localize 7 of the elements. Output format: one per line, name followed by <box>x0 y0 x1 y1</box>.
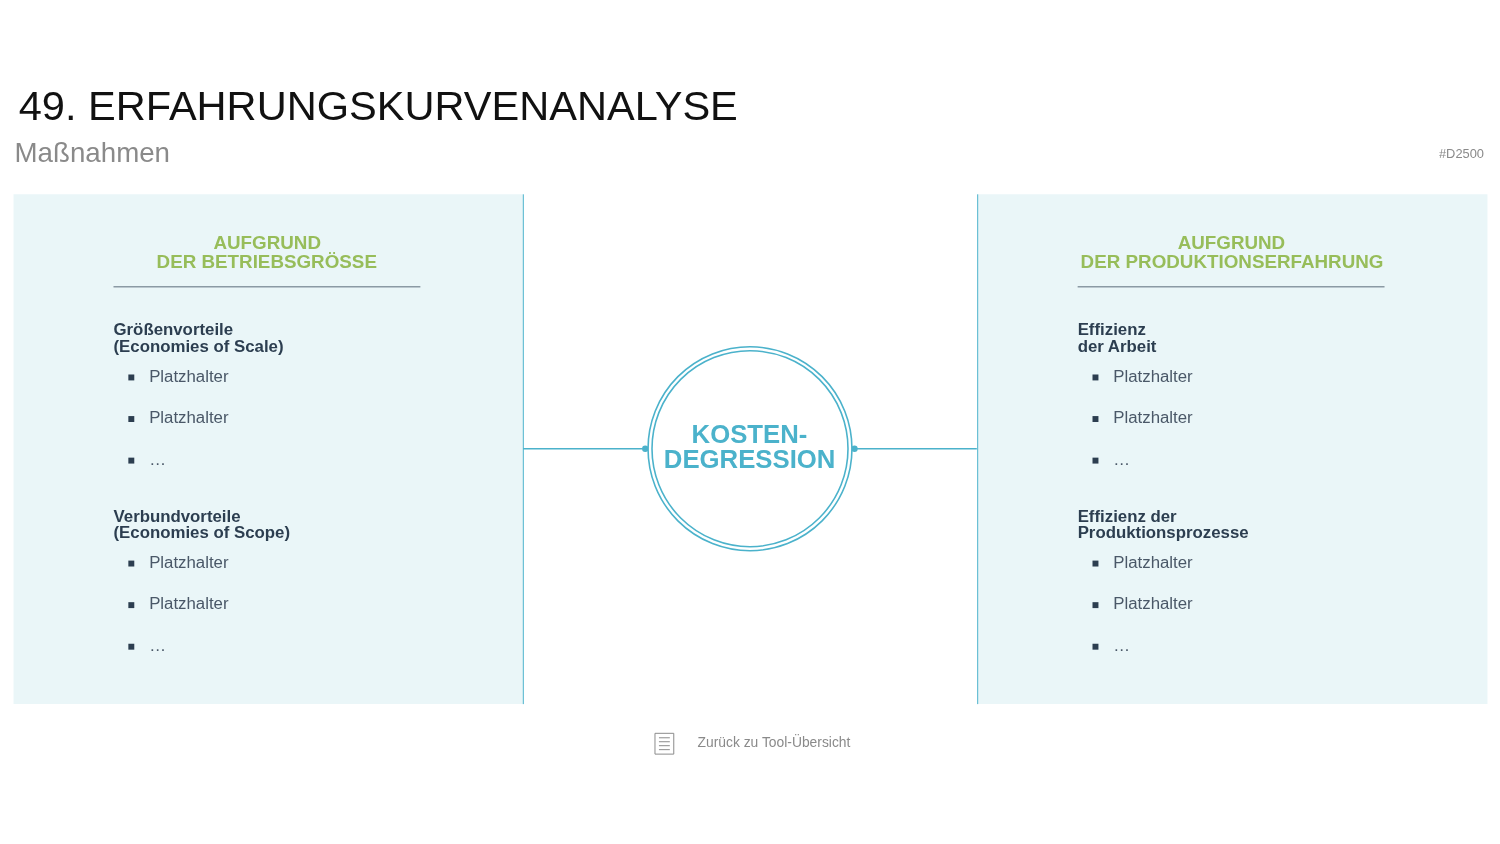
label: Maßnahmen <box>14 136 171 168</box>
connector <box>851 445 978 452</box>
node-circle: KOSTEN- DEGRESSION <box>647 345 853 552</box>
label: #D2500 <box>1438 145 1485 161</box>
diagram-title: 49. ERFAHRUNGSKURVENANALYSE <box>18 82 738 130</box>
label: Zurück zu Tool-Übersicht <box>697 734 851 751</box>
connector <box>522 445 649 452</box>
